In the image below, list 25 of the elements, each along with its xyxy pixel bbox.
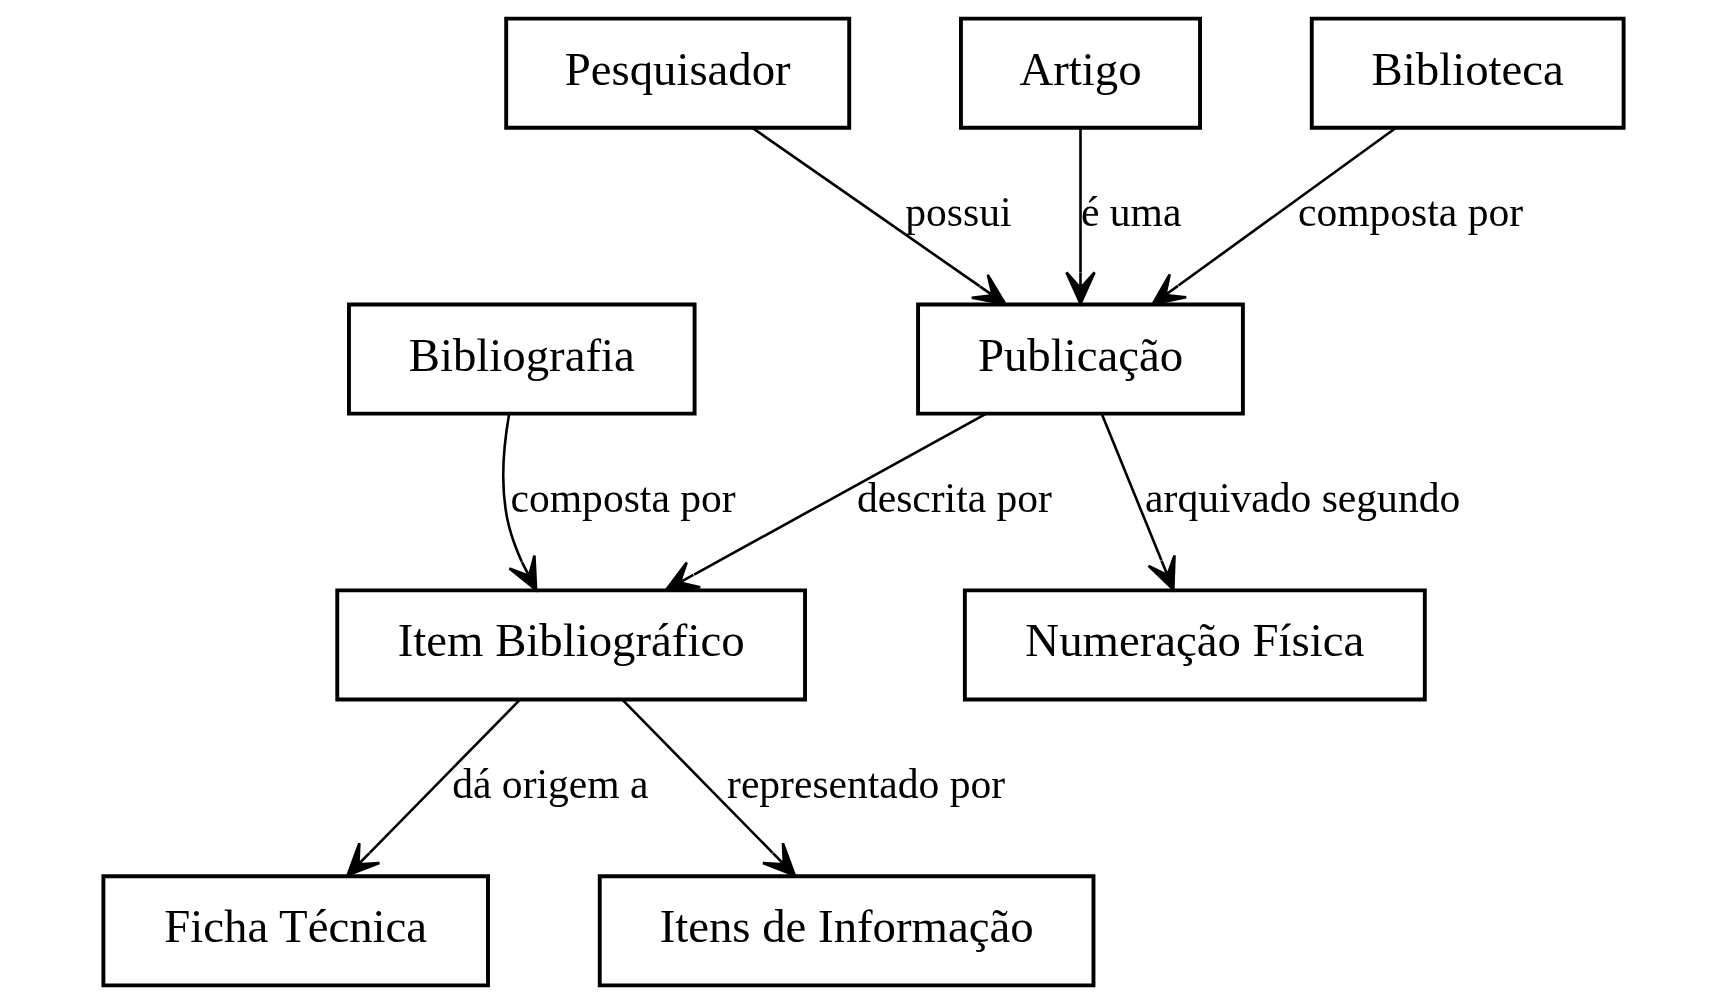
arrow [1064,127,1096,305]
node-box: Bibliografia [346,302,697,416]
edge-label: representado por [726,760,1005,807]
edge-label: possui [904,189,1011,236]
arrow [620,698,796,877]
edge-label: é uma [1080,189,1181,236]
edge-label: composta por [510,474,736,521]
node-box: Publicação [915,302,1245,416]
node-box: Pesquisador [503,16,851,130]
node-box: Biblioteca [1309,16,1626,130]
arrow [345,698,521,877]
node-box: Numeração Física [962,588,1427,702]
edge-label: dá origem a [451,760,648,807]
node-box: Itens de Informação [597,874,1095,988]
arrow [501,413,537,592]
arrow [751,126,1007,306]
arrow [1150,126,1397,306]
arrow [1100,413,1176,591]
arrow [664,412,986,592]
edge-label: descrita por [856,474,1052,521]
node-box: Artigo [958,16,1202,130]
node-box: Item Bibliográfico [334,588,807,702]
edge-label: composta por [1297,189,1523,236]
node-box: Ficha Técnica [100,874,490,988]
edge-label: arquivado segundo [1144,474,1460,521]
